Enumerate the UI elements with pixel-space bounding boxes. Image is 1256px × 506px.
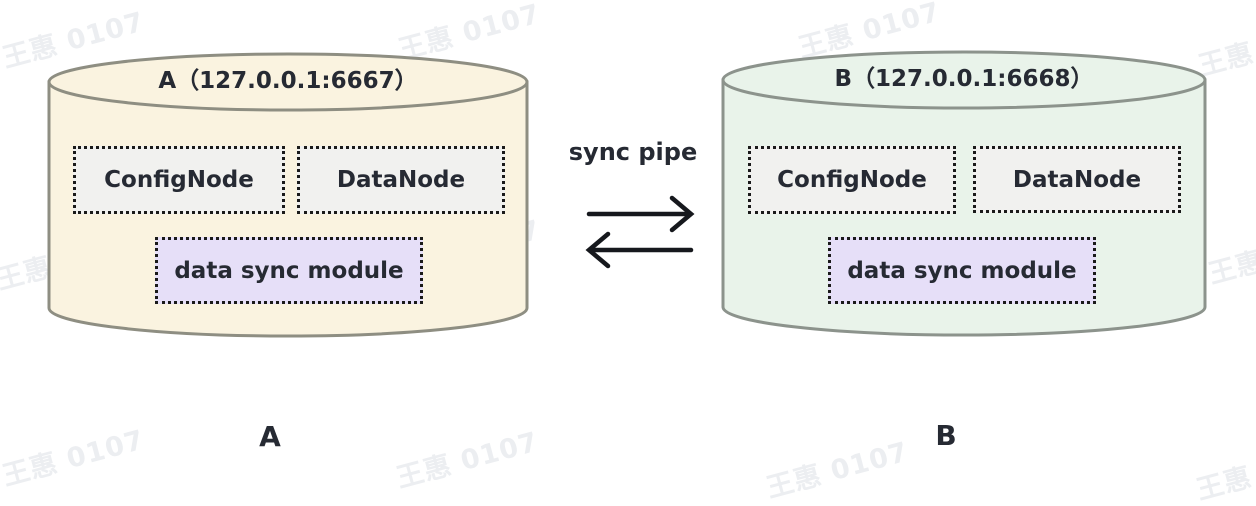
confignode-box-b: ConfigNode (748, 146, 956, 214)
watermark: 王惠 0107 (393, 426, 542, 495)
datanode-box-a: DataNode (297, 146, 505, 214)
data-sync-module-box-b: data sync module (828, 237, 1096, 304)
sync-arrow-right-icon (586, 195, 695, 233)
sync-arrows (585, 195, 695, 269)
cylinder-b-title: B（127.0.0.1:6668） (834, 66, 1094, 92)
cylinder-a-top (47, 52, 529, 112)
data-sync-module-box-a: data sync module (155, 237, 423, 304)
label-a: A (259, 420, 281, 453)
watermark: 王惠 0107 (1205, 223, 1256, 291)
cylinder-b-top (721, 50, 1207, 110)
watermark: 王惠 0107 (1193, 439, 1256, 506)
watermark: 王惠 0107 (0, 424, 148, 493)
watermark: 王惠 0107 (763, 436, 912, 505)
cylinder-a-title: A（127.0.0.1:6667） (158, 68, 418, 94)
confignode-box-a: ConfigNode (73, 146, 285, 214)
label-b: B (935, 419, 957, 452)
datanode-box-b: DataNode (973, 146, 1181, 213)
sync-pipe-label: sync pipe (568, 138, 698, 166)
sync-arrow-left-icon (585, 231, 694, 269)
